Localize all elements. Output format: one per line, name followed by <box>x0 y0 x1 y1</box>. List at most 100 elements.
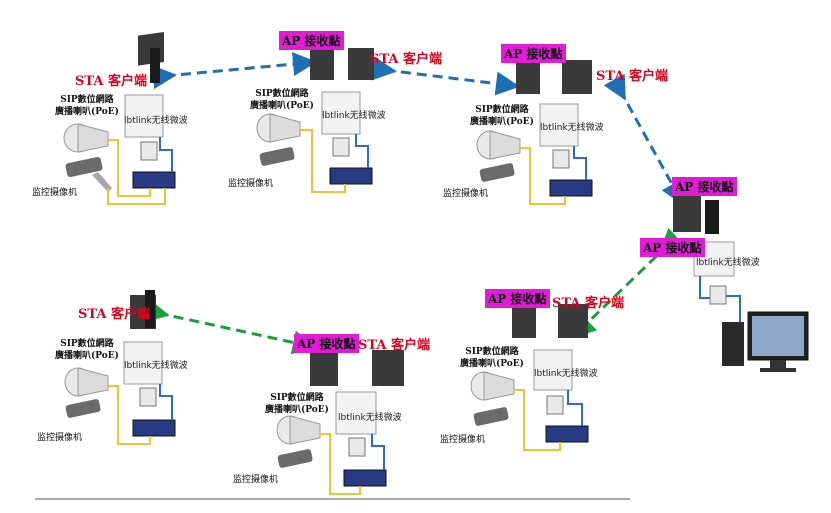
antenna-panel <box>512 306 536 338</box>
network-switch <box>329 167 373 185</box>
station-top-middle <box>256 48 374 193</box>
cable-blue <box>355 134 369 168</box>
ap-receiver-label: AP 接收點 <box>485 289 550 308</box>
antenna-panel <box>310 48 334 80</box>
sip-line-1: SIP數位網路 <box>475 105 529 115</box>
sip-speaker-label: SIP數位網路 廣播喇叭(PoE) <box>250 88 314 112</box>
station-central-ap <box>673 196 809 372</box>
device-label: lbtlink无线微波 <box>534 369 598 379</box>
link-green-2 <box>143 298 317 355</box>
surveillance-camera <box>259 147 295 166</box>
network-switch <box>132 419 176 437</box>
sta-client-label: STA 客户端 <box>552 296 624 311</box>
antenna-panel <box>516 62 540 94</box>
link-blue-2 <box>371 56 520 96</box>
poe-adapter <box>709 285 727 305</box>
cable-yellow <box>514 389 561 451</box>
cable-blue <box>567 390 583 426</box>
speaker-horn <box>489 130 521 160</box>
surveillance-camera <box>277 449 313 468</box>
antenna-panel <box>348 48 374 80</box>
cable-yellow <box>108 385 151 445</box>
station-top-left <box>63 31 176 205</box>
sip-line-2: 廣播喇叭(PoE) <box>55 107 119 117</box>
surveillance-camera <box>479 163 515 182</box>
device-label: lbtlink无线微波 <box>540 123 604 133</box>
camera-label: 监控摄像机 <box>233 475 279 485</box>
surveillance-camera <box>65 156 103 178</box>
sip-line-2: 廣播喇叭(PoE) <box>250 101 314 111</box>
network-switch <box>545 425 589 443</box>
device-label: lbtlink无线微波 <box>696 258 760 268</box>
cable-blue <box>699 276 712 299</box>
device-label: lbtlink无线微波 <box>124 116 188 126</box>
station-bottom-left <box>64 290 176 445</box>
sip-line-2: 廣播喇叭(PoE) <box>470 117 534 127</box>
lbtlink-device-box <box>539 103 579 147</box>
station-bottom-right <box>470 304 589 451</box>
lbtlink-device-box <box>321 91 361 135</box>
cable-yellow <box>520 147 566 205</box>
sip-line-2: 廣播喇叭(PoE) <box>265 405 329 415</box>
speaker-horn <box>77 123 109 153</box>
poe-adapter <box>139 387 157 407</box>
cable-blue <box>159 137 173 172</box>
ap-receiver-label: AP 接收點 <box>672 177 737 196</box>
camera-label: 监控摄像机 <box>32 188 78 198</box>
sip-speaker-label: SIP數位網路 廣播喇叭(PoE) <box>460 346 524 370</box>
sta-client-label: STA 客户端 <box>78 307 150 322</box>
sip-line-1: SIP數位網路 <box>465 347 519 357</box>
poe-adapter <box>332 137 350 157</box>
camera-label: 监控摄像机 <box>443 189 489 199</box>
lbtlink-device-box <box>335 391 377 435</box>
ap-receiver-label: AP 接收點 <box>640 238 705 257</box>
sta-client-label: STA 客户端 <box>596 69 668 84</box>
antenna-panel <box>310 350 338 386</box>
device-label: lbtlink无线微波 <box>124 361 188 371</box>
sip-line-2: 廣播喇叭(PoE) <box>55 351 119 361</box>
surveillance-camera <box>473 407 509 426</box>
speaker-horn <box>269 113 301 143</box>
sta-client-label: STA 客户端 <box>370 52 442 67</box>
station-top-right <box>476 60 593 205</box>
sip-line-1: SIP數位網路 <box>60 95 114 105</box>
sip-speaker-label: SIP數位網路 廣播喇叭(PoE) <box>55 94 119 118</box>
sip-speaker-label: SIP數位網路 廣播喇叭(PoE) <box>265 392 329 416</box>
camera-mount <box>92 172 112 192</box>
lbtlink-device-box <box>124 94 164 138</box>
network-switch <box>132 171 176 189</box>
sip-line-1: SIP數位網路 <box>270 393 324 403</box>
poe-adapter <box>552 149 570 169</box>
poe-adapter <box>546 395 564 415</box>
network-switch <box>549 179 593 197</box>
antenna-panel <box>673 196 701 232</box>
cable-yellow <box>300 129 346 193</box>
cable-blue <box>726 295 741 330</box>
ap-receiver-label: AP 接收點 <box>501 44 566 63</box>
camera-label: 监控摄像机 <box>228 179 274 189</box>
speaker-horn <box>483 371 515 401</box>
ap-receiver-label: AP 接收點 <box>279 31 344 50</box>
network-switch <box>343 469 387 487</box>
link-green-1 <box>571 228 685 339</box>
sip-speaker-label: SIP數位網路 廣播喇叭(PoE) <box>470 104 534 128</box>
link-blue-3 <box>603 73 684 206</box>
wireless-links <box>143 52 685 355</box>
device-label: lbtlink无线微波 <box>322 111 386 121</box>
speaker-horn <box>289 415 321 445</box>
monitor-base <box>760 368 796 372</box>
cable-yellow <box>320 433 361 495</box>
antenna-panel <box>372 350 404 386</box>
camera-label: 监控摄像机 <box>440 435 486 445</box>
speaker-horn <box>77 367 109 397</box>
pc-tower <box>722 322 744 366</box>
sip-line-1: SIP數位網路 <box>255 89 309 99</box>
antenna-panel <box>562 60 592 94</box>
antenna-panel <box>705 200 719 234</box>
link-blue-1 <box>151 52 317 90</box>
lbtlink-device-box <box>533 349 573 391</box>
sip-line-1: SIP數位網路 <box>60 339 114 349</box>
cable-blue <box>371 434 385 470</box>
lbtlink-device-box <box>123 341 163 385</box>
